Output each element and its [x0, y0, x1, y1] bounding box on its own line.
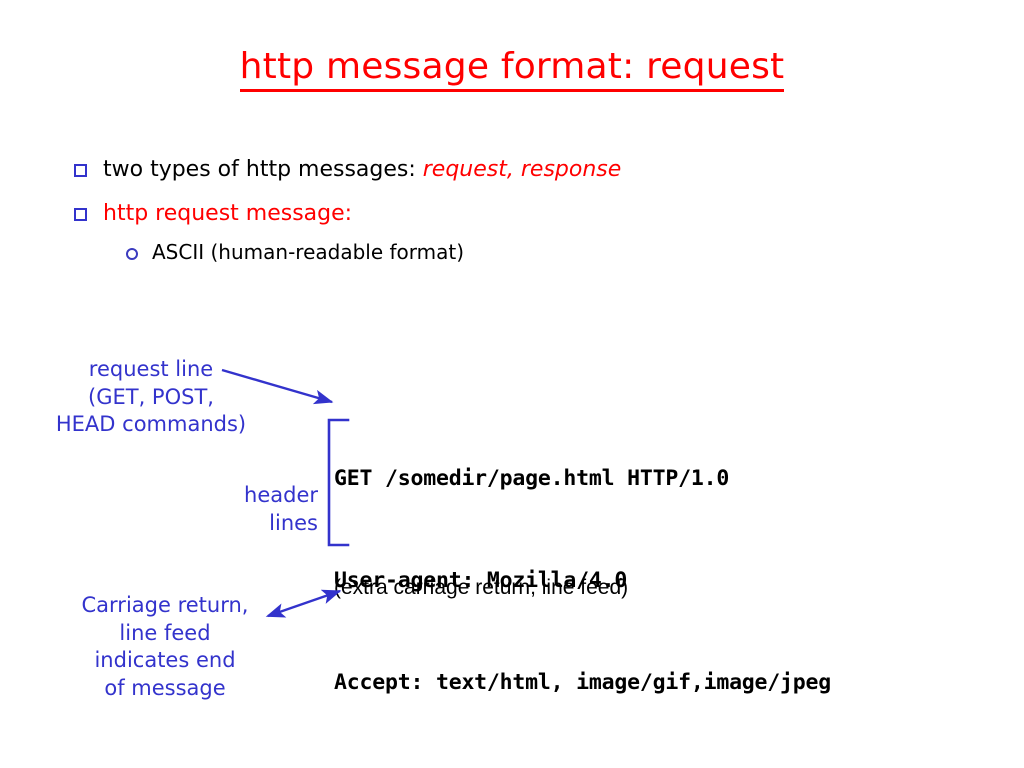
bullet-item-http-request-message: http request message: — [74, 200, 352, 228]
bullet-item-ascii: ASCII (human-readable format) — [126, 240, 464, 265]
bullet-item-label: two types of http messages: request, res… — [103, 156, 621, 184]
page-title: http message format: request — [0, 46, 1024, 92]
http-request-message-block: GET /somedir/page.html HTTP/1.0 User-age… — [334, 394, 831, 768]
bullet-item-label: ASCII (human-readable format) — [152, 240, 465, 264]
bullet-text-emphasis: request, response — [422, 157, 622, 182]
annotation-header-lines: header lines — [244, 483, 318, 535]
bullet-item-label: http request message: — [103, 201, 353, 226]
square-bullet-icon — [74, 208, 87, 221]
circle-bullet-icon — [126, 248, 138, 260]
header-line-user-agent: User-agent: Mozilla/4.0 — [334, 568, 628, 593]
annotation-carriage-return: Carriage return, line feed indicates end… — [81, 593, 249, 701]
header-line-accept: Accept: text/html, image/gif,image/jpeg — [334, 670, 832, 695]
extra-crlf-caption: (extra carriage return, line feed) — [334, 576, 629, 599]
page-title-text: http message format: request — [239, 47, 785, 92]
request-line-text: GET /somedir/page.html HTTP/1.0 — [334, 466, 730, 491]
annotation-request-line: request line (GET, POST, HEAD commands) — [55, 357, 247, 437]
square-bullet-icon — [74, 164, 87, 177]
bullet-text-plain: two types of http messages: — [103, 157, 423, 182]
bullet-item-two-types: two types of http messages: request, res… — [74, 156, 621, 184]
